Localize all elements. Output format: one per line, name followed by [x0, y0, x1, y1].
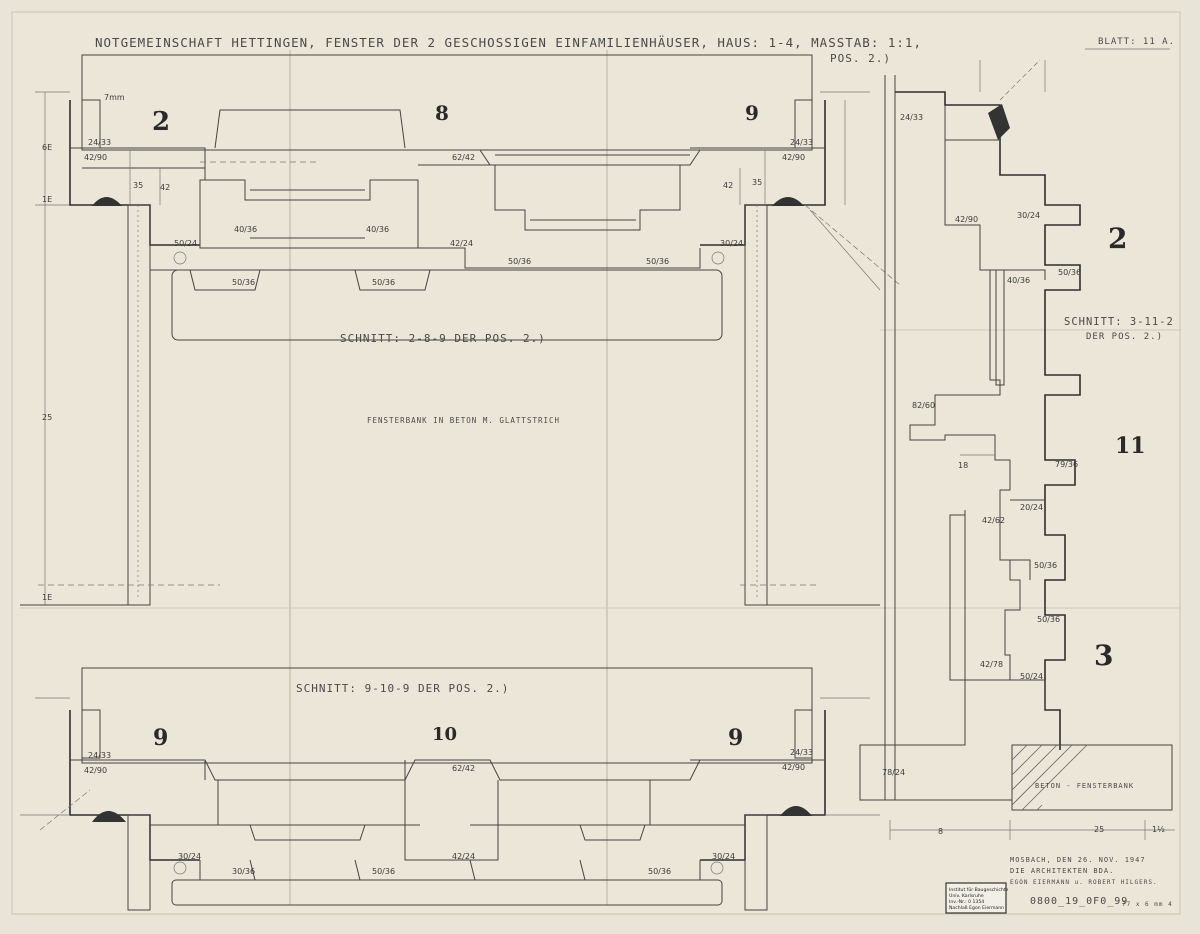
svg-text:42/90: 42/90: [84, 153, 107, 162]
svg-text:6E: 6E: [42, 143, 52, 152]
svg-text:24/33: 24/33: [790, 748, 813, 757]
svg-text:42/90: 42/90: [84, 766, 107, 775]
right-bottom-dim-2: 25: [1094, 825, 1104, 834]
part-number-8: 8: [435, 101, 449, 125]
svg-text:40/36: 40/36: [366, 225, 389, 234]
top-section-caption: SCHNITT: 2-8-9 DER POS. 2.): [340, 332, 546, 345]
part-number-3: 3: [1094, 639, 1113, 672]
sheet-number: BLATT: 11 A.: [1098, 37, 1175, 47]
signature-date: MOSBACH, DEN 26. NOV. 1947: [1010, 856, 1146, 864]
svg-text:42/90: 42/90: [782, 153, 805, 162]
svg-text:7mm: 7mm: [104, 93, 125, 102]
right-section-caption-line2: DER POS. 2.): [1086, 332, 1163, 342]
svg-text:50/36: 50/36: [372, 278, 395, 287]
svg-text:35: 35: [752, 178, 762, 187]
svg-text:Nachlaß Egon Eiermann: Nachlaß Egon Eiermann: [949, 905, 1004, 911]
part-number-9-right: 9: [728, 725, 743, 751]
svg-text:Institut für Baugeschichte: Institut für Baugeschichte: [949, 887, 1009, 893]
right-dimension-labels: 24/33 42/90 30/24 40/36 50/36 82/60 18 7…: [882, 113, 1081, 777]
svg-text:50/36: 50/36: [1058, 268, 1081, 277]
seal-profile-right: [772, 197, 804, 206]
seal-profile-right-section: [988, 104, 1010, 140]
right-bottom-dim-1: 8: [938, 827, 943, 836]
beton-sill-label: BETON - FENSTERBANK: [1035, 782, 1134, 790]
svg-text:40/36: 40/36: [234, 225, 257, 234]
svg-text:62/42: 62/42: [452, 764, 475, 773]
svg-text:42/90: 42/90: [782, 763, 805, 772]
svg-text:42/24: 42/24: [452, 852, 475, 861]
svg-text:40/36: 40/36: [1007, 276, 1030, 285]
svg-text:Inv.-Nr.: 0 1354: Inv.-Nr.: 0 1354: [949, 899, 984, 905]
seal-profile-bottom-left: [92, 811, 126, 822]
svg-text:42: 42: [723, 181, 733, 190]
part-number-2-right: 2: [1108, 222, 1127, 255]
part-number-11: 11: [1115, 433, 1146, 459]
part-number-2: 2: [152, 107, 170, 137]
svg-text:78/24: 78/24: [882, 768, 905, 777]
svg-text:24/33: 24/33: [790, 138, 813, 147]
svg-text:35: 35: [133, 181, 143, 190]
svg-text:42: 42: [160, 183, 170, 192]
archive-reference: 0800_19_0F0_99: [1030, 896, 1128, 907]
sheet-title-position: POS. 2.): [830, 52, 891, 65]
bottom-section-drawing: [20, 667, 880, 911]
seal-profile-left: [92, 197, 122, 206]
svg-text:25: 25: [42, 413, 52, 422]
right-section-drawing: [859, 59, 1175, 840]
signature-architects: DIE ARCHITEKTEN BDA.: [1010, 867, 1114, 875]
svg-text:50/36: 50/36: [1034, 561, 1057, 570]
svg-text:1E: 1E: [42, 593, 52, 602]
corner-note: 77 x 6 mm 4: [1122, 901, 1173, 908]
part-number-9-left: 9: [153, 725, 168, 751]
right-section-caption: SCHNITT: 3-11-2: [1064, 316, 1174, 328]
svg-text:42/78: 42/78: [980, 660, 1003, 669]
signature-names: EGON EIERMANN u. ROBERT HILGERS.: [1010, 879, 1158, 886]
svg-text:62/42: 62/42: [452, 153, 475, 162]
sill-note: FENSTERBANK IN BETON M. GLATTSTRICH: [367, 416, 560, 425]
svg-text:18: 18: [958, 461, 968, 470]
svg-text:50/36: 50/36: [648, 867, 671, 876]
right-bottom-dim-3: 1½: [1152, 825, 1165, 834]
svg-text:42/24: 42/24: [450, 239, 473, 248]
svg-text:50/36: 50/36: [508, 257, 531, 266]
svg-text:30/24: 30/24: [712, 852, 735, 861]
top-section-drawing: [20, 54, 901, 606]
svg-text:30/24: 30/24: [720, 239, 743, 248]
svg-text:79/36: 79/36: [1055, 460, 1078, 469]
svg-text:50/36: 50/36: [232, 278, 255, 287]
part-number-9: 9: [745, 101, 759, 125]
bottom-section-caption: SCHNITT: 9-10-9 DER POS. 2.): [296, 682, 509, 695]
bottom-dimension-labels: 24/33 42/90 62/42 24/33 42/90 30/24 30/3…: [84, 748, 813, 876]
svg-text:42/90: 42/90: [955, 215, 978, 224]
svg-text:24/33: 24/33: [88, 751, 111, 760]
svg-text:Univ. Karlsruhe: Univ. Karlsruhe: [949, 893, 984, 899]
svg-text:42/62: 42/62: [982, 516, 1005, 525]
svg-text:50/36: 50/36: [646, 257, 669, 266]
part-number-10: 10: [432, 724, 457, 745]
svg-text:30/24: 30/24: [1017, 211, 1040, 220]
svg-text:50/36: 50/36: [372, 867, 395, 876]
archive-stamp: Institut für Baugeschichte Univ. Karlsru…: [945, 882, 1009, 914]
svg-text:50/24: 50/24: [174, 239, 197, 248]
svg-text:1E: 1E: [42, 195, 52, 204]
svg-text:24/33: 24/33: [88, 138, 111, 147]
sheet-border: [11, 11, 1181, 915]
svg-text:30/36: 30/36: [232, 867, 255, 876]
svg-text:30/24: 30/24: [178, 852, 201, 861]
svg-text:20/24: 20/24: [1020, 503, 1043, 512]
svg-text:24/33: 24/33: [900, 113, 923, 122]
svg-text:50/24: 50/24: [1020, 672, 1043, 681]
svg-text:50/36: 50/36: [1037, 615, 1060, 624]
svg-text:82/60: 82/60: [912, 401, 935, 410]
top-dimension-labels: 7mm 24/33 42/90 62/42 24/33 42/90 35 42 …: [42, 93, 813, 602]
seal-profile-bottom-right: [780, 806, 812, 816]
sheet-title: NOTGEMEINSCHAFT HETTINGEN, FENSTER DER 2…: [95, 35, 922, 50]
